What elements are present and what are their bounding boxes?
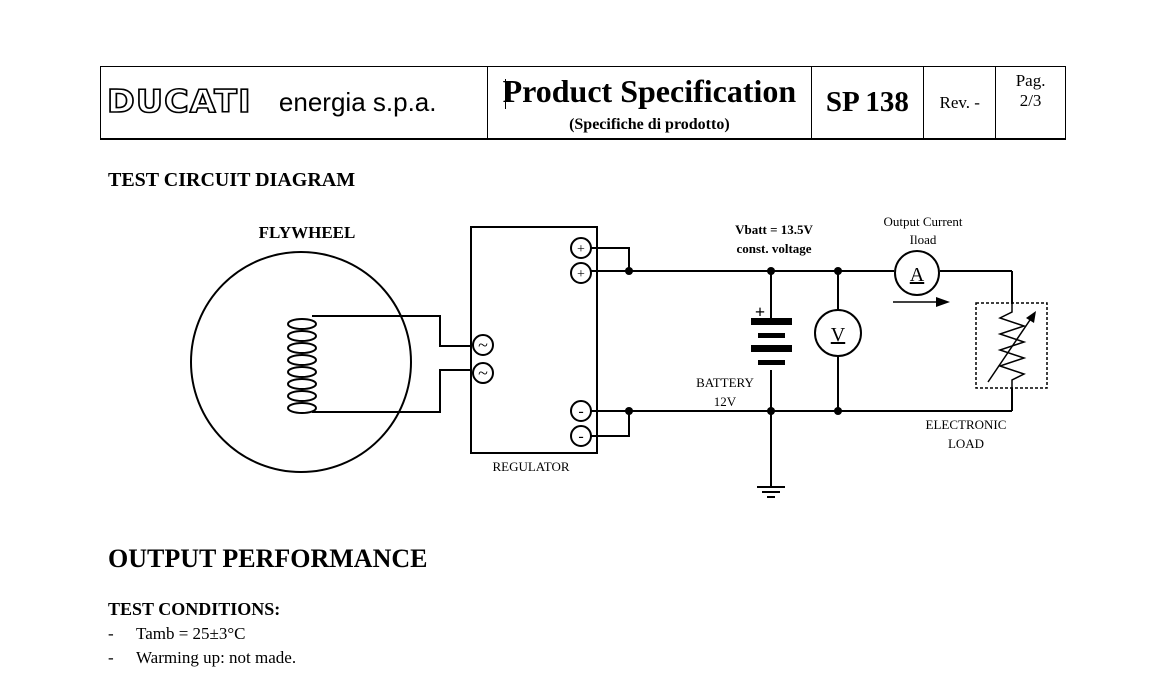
flywheel-circle <box>190 251 412 473</box>
junction-dot <box>767 407 775 415</box>
battery-plate-1 <box>751 318 792 325</box>
vbatt-label-line2: const. voltage <box>736 241 811 256</box>
condition-text: Warming up: not made. <box>136 648 297 667</box>
output-current-label-line1: Output Current <box>883 214 962 229</box>
terminal-plus-symbol: + <box>577 242 585 257</box>
page-cell: Pag. 2/3 <box>996 67 1065 138</box>
output-performance-heading: OUTPUT PERFORMANCE <box>108 544 428 573</box>
battery-plate-3 <box>751 345 792 352</box>
condition-item: - Warming up: not made. <box>108 648 296 668</box>
regulator-label: REGULATOR <box>492 459 569 474</box>
text-cursor <box>505 79 507 109</box>
condition-text: Tamb = 25±3°C <box>136 624 246 643</box>
condition-item: - Tamb = 25±3°C <box>108 624 246 644</box>
junction-dot <box>625 407 633 415</box>
output-current-label-line2: Iload <box>910 232 937 247</box>
junction-dot <box>625 267 633 275</box>
circuit-heading: TEST CIRCUIT DIAGRAM <box>108 169 356 191</box>
voltmeter-circle <box>814 309 862 357</box>
battery-plus-sign: + <box>755 302 765 322</box>
minus-jumper <box>591 411 630 437</box>
voltmeter-symbol: V <box>831 324 846 346</box>
battery-label-line2: 12V <box>714 394 737 409</box>
terminal-ac-symbol: ~ <box>478 335 488 355</box>
terminal-plus-2 <box>570 262 592 284</box>
title-cell: Product Specification (Specifiche di pro… <box>488 67 812 138</box>
coil-lead-bottom <box>312 369 472 413</box>
coil-lead-top <box>312 315 472 347</box>
company-logo: DUCATI energia s.p.a. <box>101 67 489 138</box>
terminal-minus-symbol: - <box>578 403 583 420</box>
plus-jumper <box>591 247 630 271</box>
regulator-box <box>470 226 598 454</box>
load-label-line1: ELECTRONIC <box>926 417 1007 432</box>
logo-brand: DUCATI <box>106 84 252 120</box>
document-revision: Rev. - <box>924 67 997 138</box>
battery-plate-2 <box>758 333 785 338</box>
list-dash: - <box>108 648 114 667</box>
current-arrow-head <box>936 297 950 307</box>
terminal-ac-2 <box>472 362 494 384</box>
logo-company: energia s.p.a. <box>278 87 437 117</box>
page-number: 2/3 <box>1019 91 1042 110</box>
document-code: SP 138 <box>812 67 925 138</box>
battery-plate-4 <box>758 360 785 365</box>
terminal-ac-1 <box>472 334 494 356</box>
ammeter-symbol: A <box>910 264 925 286</box>
ammeter-circle <box>894 250 940 296</box>
flywheel-coil <box>287 318 317 414</box>
page-label: Pag. <box>1015 71 1046 90</box>
test-conditions-heading: TEST CONDITIONS: <box>108 599 281 619</box>
battery-label-line1: BATTERY <box>696 375 754 390</box>
junction-dot <box>767 267 775 275</box>
flywheel-label: FLYWHEEL <box>259 223 356 242</box>
test-circuit-diagram: + + ~ ~ - - FLYWHEEL REGULATOR Vbatt = 1… <box>190 214 1048 498</box>
load-variable-arrow <box>987 316 1033 383</box>
document-subtitle: (Specifiche di prodotto) <box>569 116 730 133</box>
document-header: DUCATI energia s.p.a. Product Specificat… <box>100 66 1066 140</box>
terminal-ac-symbol: ~ <box>478 363 488 383</box>
junction-dot <box>834 407 842 415</box>
junction-dot <box>834 267 842 275</box>
terminal-plus-symbol: + <box>577 267 585 282</box>
load-arrow-head <box>1026 311 1036 323</box>
list-dash: - <box>108 624 114 643</box>
document-title: Product Specification <box>502 73 797 109</box>
terminal-minus-symbol: - <box>578 428 583 445</box>
load-label-line2: LOAD <box>948 436 984 451</box>
vbatt-label-line1: Vbatt = 13.5V <box>735 222 813 237</box>
